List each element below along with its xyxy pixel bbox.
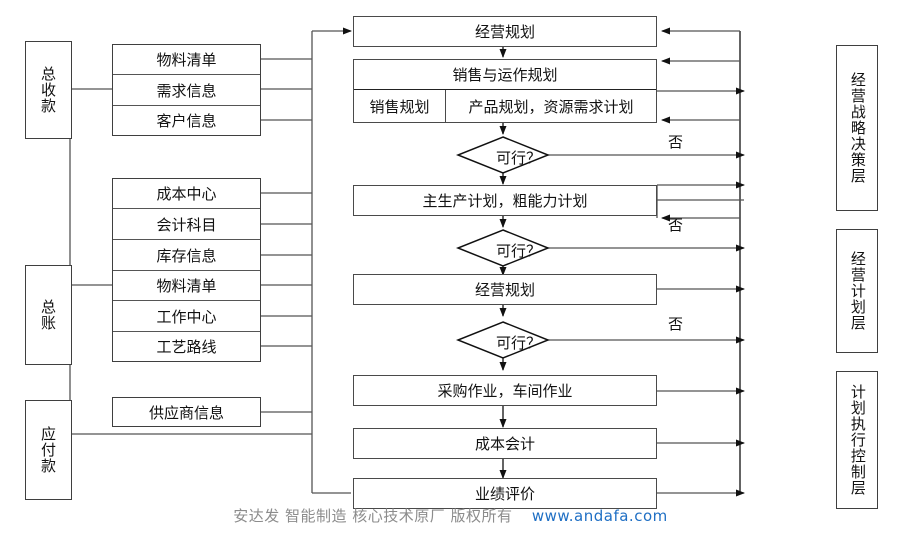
source-box-receivable[interactable]: 总收款 xyxy=(25,41,72,139)
flow-node-performance-evaluation[interactable]: 业绩评价 xyxy=(353,478,657,509)
sop-product-plan[interactable]: 产品规划，资源需求计划 xyxy=(468,97,634,116)
decision-no-label-1: 否 xyxy=(668,133,684,151)
flow-node-business-planning-mid[interactable]: 经营规划 xyxy=(353,274,657,305)
decision-no-label-2: 否 xyxy=(668,216,684,234)
list-item[interactable]: 库存信息 xyxy=(113,240,260,271)
sop-sales-plan[interactable]: 销售规划 xyxy=(354,90,446,122)
source-label-receivable: 总收款 xyxy=(39,66,57,114)
feedback-arrows xyxy=(661,27,740,222)
list-item[interactable]: 物料清单 xyxy=(113,271,260,301)
list-item[interactable]: 工艺路线 xyxy=(156,338,217,356)
list-item[interactable]: 供应商信息 xyxy=(148,403,224,422)
layer-label-execution: 计划执行控制层 xyxy=(848,384,867,496)
flow-node-master-production-schedule[interactable]: 主生产计划，粗能力计划 xyxy=(353,185,657,216)
source-box-payable[interactable]: 应付款 xyxy=(25,400,72,500)
footer-text: 安达发 智能制造 核心技术原厂 版权所有 xyxy=(233,507,513,525)
flow-node-cost-accounting[interactable]: 成本会计 xyxy=(353,428,657,459)
data-group-supplier: 供应商信息 xyxy=(112,397,261,427)
decision-label-1: 可行？ xyxy=(496,149,542,167)
source-label-payable: 应付款 xyxy=(39,426,57,474)
flow-node-business-planning-top[interactable]: 经营规划 xyxy=(353,16,657,47)
data-group-receivable: 物料清单 需求信息 客户信息 xyxy=(112,44,261,136)
sop-title: 销售与运作规划 xyxy=(354,60,656,90)
footer: 安达发 智能制造 核心技术原厂 版权所有 www.andafa.com xyxy=(0,505,901,526)
source-trunk-lines xyxy=(69,88,112,400)
source-label-ledger: 总账 xyxy=(39,299,57,331)
layer-label-strategy: 经营战略决策层 xyxy=(848,72,867,184)
layer-box-strategy[interactable]: 经营战略决策层 xyxy=(836,45,878,211)
data-group-ledger: 成本中心 会计科目 库存信息 物料清单 工作中心 工艺路线 xyxy=(112,178,261,362)
left-collector-lines xyxy=(70,27,352,494)
footer-url[interactable]: www.andafa.com xyxy=(531,507,668,525)
decision-label-3: 可行？ xyxy=(496,334,542,352)
list-item[interactable]: 工作中心 xyxy=(113,301,260,332)
outgoing-arrows xyxy=(545,87,745,497)
list-item[interactable]: 物料清单 xyxy=(113,45,260,75)
layer-box-planning[interactable]: 经营计划层 xyxy=(836,229,878,353)
list-item[interactable]: 客户信息 xyxy=(156,112,217,130)
list-item[interactable]: 需求信息 xyxy=(113,75,260,106)
layer-label-planning: 经营计划层 xyxy=(848,251,867,331)
flow-node-purchase-workshop[interactable]: 采购作业，车间作业 xyxy=(353,375,657,406)
decision-label-2: 可行？ xyxy=(496,242,542,260)
decision-diamonds xyxy=(455,136,551,359)
flow-node-sales-operations-planning[interactable]: 销售与运作规划 销售规划 产品规划，资源需求计划 xyxy=(353,59,657,123)
list-item[interactable]: 会计科目 xyxy=(113,209,260,240)
decision-no-label-3: 否 xyxy=(668,315,684,333)
layer-box-execution[interactable]: 计划执行控制层 xyxy=(836,371,878,509)
source-box-ledger[interactable]: 总账 xyxy=(25,265,72,365)
list-item[interactable]: 成本中心 xyxy=(113,179,260,209)
